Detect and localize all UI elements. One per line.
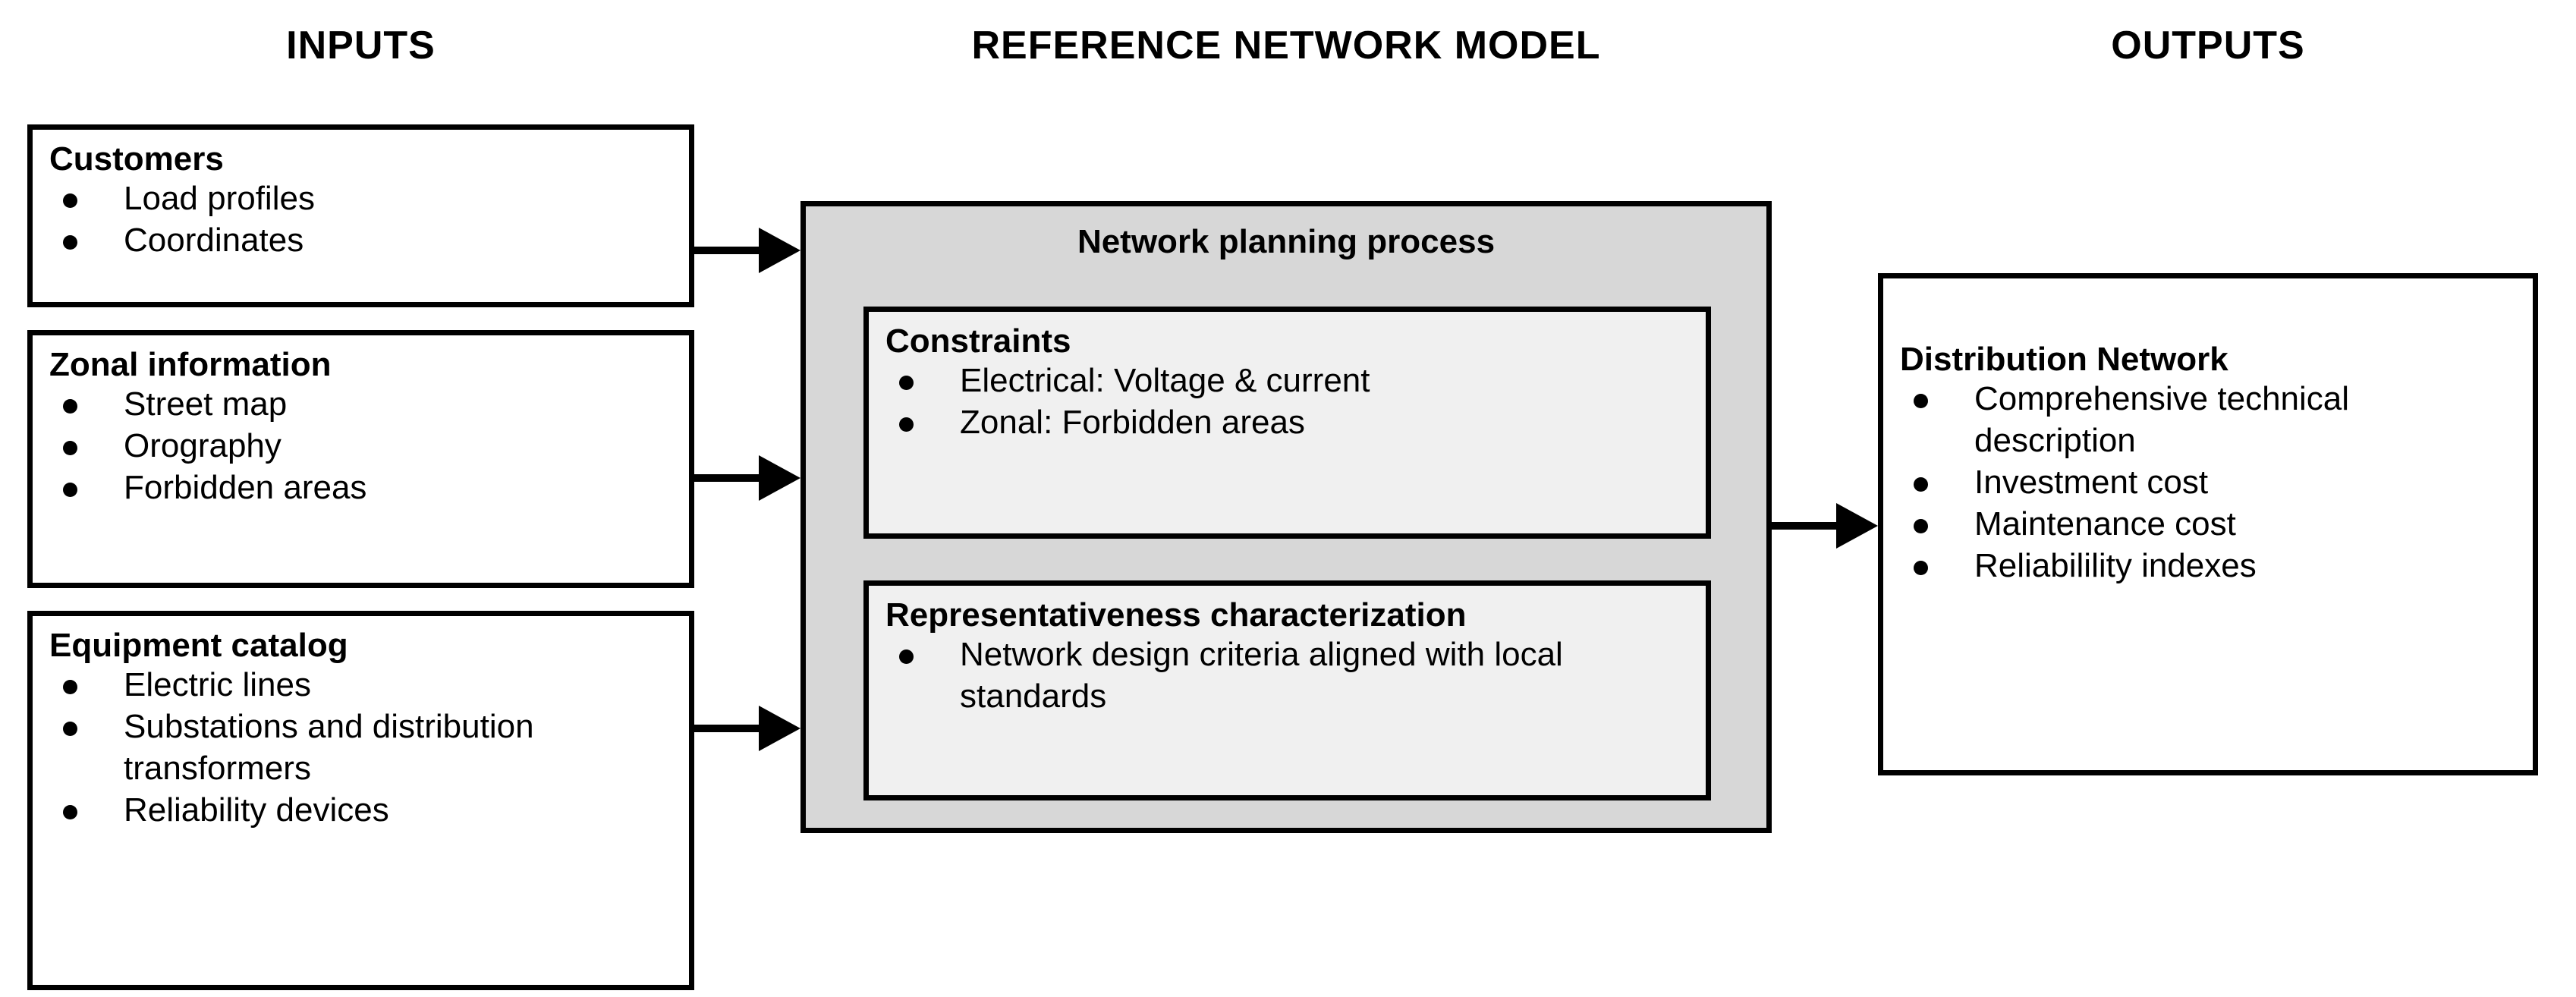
- input-box-equipment-catalog-title: Equipment catalog: [49, 627, 348, 664]
- arrow-shaft: [1772, 522, 1838, 530]
- arrow-head-icon: [759, 455, 800, 501]
- list-item-label: Zonal: Forbidden areas: [960, 404, 1305, 442]
- input-box-equipment-catalog-list: Electric lines Substations and distribut…: [49, 664, 675, 831]
- bullet-icon: [63, 721, 77, 736]
- arrow-head-icon: [1836, 503, 1878, 549]
- list-item-label: Substations and distribution transformer…: [124, 708, 534, 788]
- list-item: Reliabilility indexes: [1900, 545, 2519, 587]
- list-item-label: Reliability devices: [124, 791, 389, 829]
- list-item: Load profiles: [49, 178, 675, 219]
- list-item-label: Load profiles: [124, 180, 315, 218]
- list-item-label: Comprehensive technical description: [1974, 380, 2350, 460]
- constraints-panel-title: Constraints: [885, 322, 1071, 360]
- bullet-icon: [63, 234, 77, 250]
- list-item: Substations and distribution transformer…: [49, 706, 675, 789]
- list-item: Reliability devices: [49, 789, 675, 831]
- bullet-icon: [899, 375, 914, 390]
- list-item-label: Street map: [124, 385, 288, 423]
- constraints-panel: Constraints Electrical: Voltage & curren…: [863, 307, 1711, 539]
- list-item: Electrical: Voltage & current: [885, 360, 1692, 401]
- output-box-distribution-network-title: Distribution Network: [1900, 341, 2228, 378]
- list-item-label: Forbidden areas: [124, 469, 367, 507]
- list-item-label: Reliabilility indexes: [1974, 547, 2257, 585]
- bullet-icon: [63, 440, 77, 455]
- output-box-distribution-network-list: Comprehensive technical description Inve…: [1900, 378, 2519, 587]
- list-item: Electric lines: [49, 664, 675, 706]
- input-box-zonal-information-title: Zonal information: [49, 346, 332, 383]
- input-box-zonal-information: Zonal information Street map Orography F…: [27, 330, 694, 588]
- list-item: Street map: [49, 383, 675, 425]
- bullet-icon: [1914, 518, 1928, 533]
- bullet-icon: [63, 804, 77, 819]
- list-item: Investment cost: [1900, 461, 2519, 503]
- list-item-label: Investment cost: [1974, 464, 2209, 502]
- representativeness-characterization-panel-title: Representativeness characterization: [885, 596, 1467, 634]
- arrow-shaft: [694, 247, 761, 254]
- arrow-head-icon: [759, 706, 800, 751]
- bullet-icon: [63, 193, 77, 208]
- column-heading-reference-network-model: REFERENCE NETWORK MODEL: [971, 24, 1601, 68]
- list-item: Orography: [49, 425, 675, 467]
- network-planning-process-title: Network planning process: [1077, 223, 1496, 260]
- bullet-icon: [63, 482, 77, 497]
- bullet-icon: [1914, 393, 1928, 408]
- list-item: Comprehensive technical description: [1900, 378, 2519, 461]
- column-heading-inputs: INPUTS: [286, 24, 436, 68]
- list-item-label: Maintenance cost: [1974, 505, 2236, 543]
- arrow-head-icon: [759, 228, 800, 273]
- list-item: Zonal: Forbidden areas: [885, 401, 1692, 443]
- list-item: Network design criteria aligned with loc…: [885, 634, 1692, 717]
- list-item-label: Electric lines: [124, 666, 311, 704]
- bullet-icon: [899, 649, 914, 664]
- bullet-icon: [1914, 476, 1928, 492]
- list-item: Forbidden areas: [49, 467, 675, 508]
- input-box-customers: Customers Load profiles Coordinates: [27, 124, 694, 307]
- list-item: Coordinates: [49, 219, 675, 261]
- bullet-icon: [899, 417, 914, 432]
- bullet-icon: [63, 679, 77, 694]
- arrow-shaft: [694, 725, 761, 732]
- bullet-icon: [63, 398, 77, 414]
- column-heading-outputs: OUTPUTS: [2111, 24, 2305, 68]
- representativeness-characterization-panel-list: Network design criteria aligned with loc…: [885, 634, 1692, 717]
- bullet-icon: [1914, 560, 1928, 575]
- list-item: Maintenance cost: [1900, 503, 2519, 545]
- input-box-zonal-information-list: Street map Orography Forbidden areas: [49, 383, 675, 508]
- list-item-label: Orography: [124, 427, 282, 465]
- list-item-label: Coordinates: [124, 222, 304, 259]
- input-box-customers-title: Customers: [49, 140, 224, 178]
- representativeness-characterization-panel: Representativeness characterization Netw…: [863, 580, 1711, 800]
- input-box-equipment-catalog: Equipment catalog Electric lines Substat…: [27, 611, 694, 990]
- output-box-distribution-network: Distribution Network Comprehensive techn…: [1878, 273, 2538, 775]
- input-box-customers-list: Load profiles Coordinates: [49, 178, 675, 261]
- reference-network-model-box: Network planning process Constraints Ele…: [800, 201, 1772, 833]
- constraints-panel-list: Electrical: Voltage & current Zonal: For…: [885, 360, 1692, 443]
- list-item-label: Network design criteria aligned with loc…: [960, 636, 1563, 716]
- arrow-shaft: [694, 474, 761, 482]
- list-item-label: Electrical: Voltage & current: [960, 362, 1370, 400]
